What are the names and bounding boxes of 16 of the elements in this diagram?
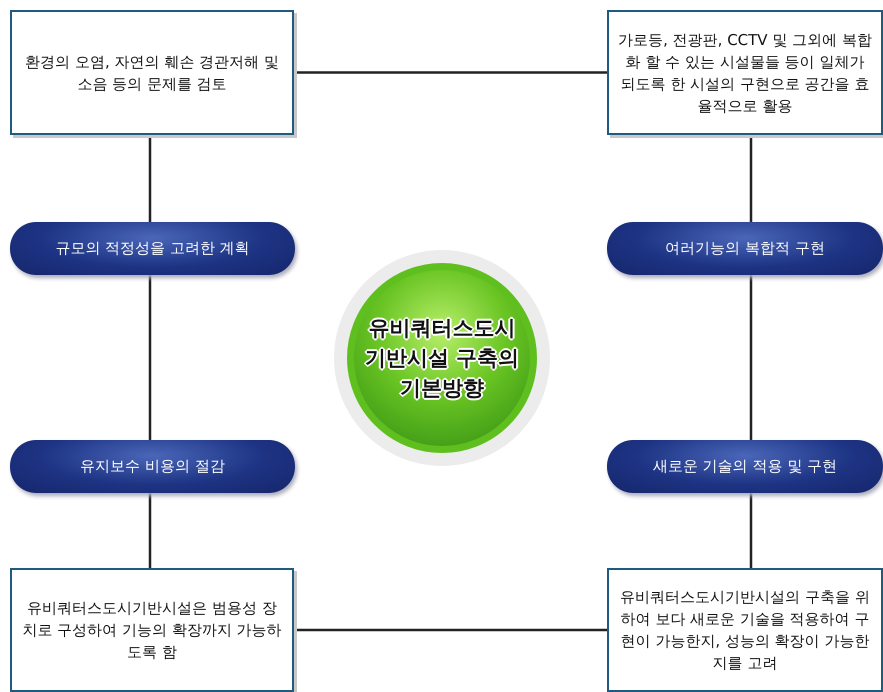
connector-line <box>294 71 607 74</box>
connector-line <box>294 628 607 632</box>
pill-label: 여러기능의 복합적 구현 <box>607 222 883 275</box>
pill-label: 새로운 기술의 적용 및 구현 <box>607 440 883 493</box>
pill-label: 규모의 적정성을 고려한 계획 <box>10 222 295 275</box>
connector-line <box>750 135 752 222</box>
pill-label: 유지보수 비용의 절감 <box>10 440 295 493</box>
connector-line <box>750 275 752 440</box>
text-box: 환경의 오염, 자연의 훼손 경관저해 및 소음 등의 문제를 검토 <box>10 10 294 135</box>
connector-line <box>148 275 152 440</box>
connector-line <box>148 135 152 222</box>
text-box: 가로등, 전광판, CCTV 및 그외에 복합화 할 수 있는 시설물들 등이 일체가 되도록 한 시설의 구현으로 공간을 효율적으로 활용 <box>607 10 883 135</box>
connector-line <box>750 493 752 568</box>
text-box: 유비쿼터스도시기반시설의 구축을 위하여 보다 새로운 기술을 적용하여 구현이 가능한지, 성능의 확장이 가능한지를 고려 <box>607 568 883 692</box>
connector-line <box>148 493 152 568</box>
text-box: 유비쿼터스도시기반시설은 범용성 장치로 구성하여 기능의 확장까지 가능하도록 함 <box>10 568 294 692</box>
